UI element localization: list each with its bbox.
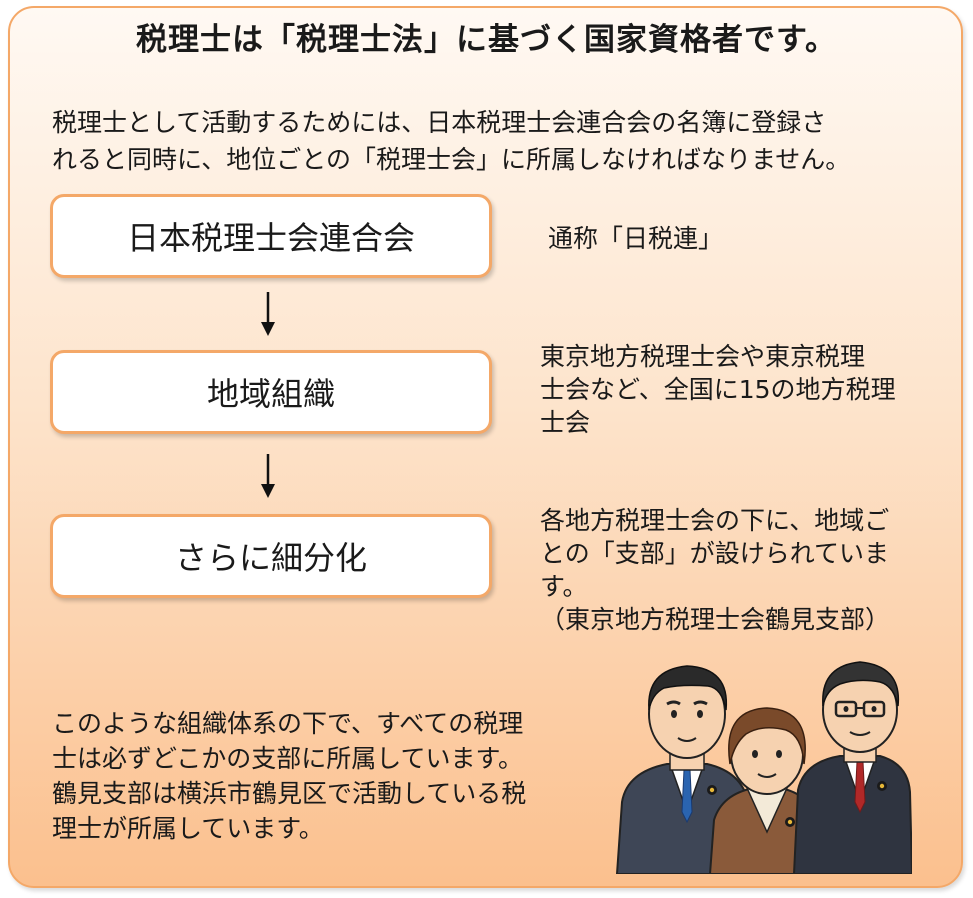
intro-line: 税理士として活動するためには、日本税理士会連合会の名簿に登録さ xyxy=(52,108,827,137)
hierarchy-box-federation: 日本税理士会連合会 xyxy=(50,194,492,278)
hierarchy-note-line: 士会など、全国に15の地方税理 xyxy=(540,375,896,404)
man-right-figure xyxy=(792,661,912,874)
hierarchy-box-branch: さらに細分化 xyxy=(50,514,492,598)
summary-paragraph: このような組織体系の下で、すべての税理 士は必ずどこかの支部に所属しています。 … xyxy=(52,706,526,846)
hierarchy-note-line: （東京地方税理士会鶴見支部） xyxy=(540,605,891,634)
hierarchy-note-line: 通称「日税連」 xyxy=(548,224,724,253)
page-title: 税理士は「税理士法」に基づく国家資格者です。 xyxy=(136,22,837,58)
hierarchy-box-regional: 地域組織 xyxy=(50,350,492,434)
summary-line: 理士が所属しています。 xyxy=(52,814,324,843)
summary-line: このような組織体系の下で、すべての税理 xyxy=(52,709,524,738)
hierarchy-box-label: さらに細分化 xyxy=(174,539,367,577)
hierarchy-note-regional: 東京地方税理士会や東京税理 士会など、全国に15の地方税理 士会 xyxy=(540,340,896,439)
hierarchy-note-line: 東京地方税理士会や東京税理 xyxy=(540,342,866,371)
summary-line: 鶴見支部は横浜市鶴見区で活動している税 xyxy=(52,779,527,808)
hierarchy-box-label: 地域組織 xyxy=(206,375,335,413)
down-arrow-icon xyxy=(261,292,275,336)
hierarchy-note-line: との「支部」が設けられていま xyxy=(540,539,890,568)
hierarchy-note-federation: 通称「日税連」 xyxy=(548,222,723,255)
hierarchy-note-branch: 各地方税理士会の下に、地域ご との「支部」が設けられていま す。 （東京地方税理… xyxy=(540,504,890,636)
summary-line: 士は必ずどこかの支部に所属しています。 xyxy=(52,744,524,773)
hierarchy-note-line: 各地方税理士会の下に、地域ご xyxy=(540,506,890,535)
intro-line: れると同時に、地位ごとの「税理士会」に所属しなければなりません。 xyxy=(52,145,851,174)
down-arrow-icon xyxy=(261,454,275,498)
hierarchy-box-label: 日本税理士会連合会 xyxy=(126,219,415,257)
tax-accountants-group-illustration xyxy=(615,661,912,874)
woman-middle-figure xyxy=(708,707,822,874)
hierarchy-note-line: す。 xyxy=(540,572,588,601)
intro-paragraph: 税理士として活動するためには、日本税理士会連合会の名簿に登録さ れると同時に、地… xyxy=(52,104,942,178)
hierarchy-note-line: 士会 xyxy=(540,408,591,437)
